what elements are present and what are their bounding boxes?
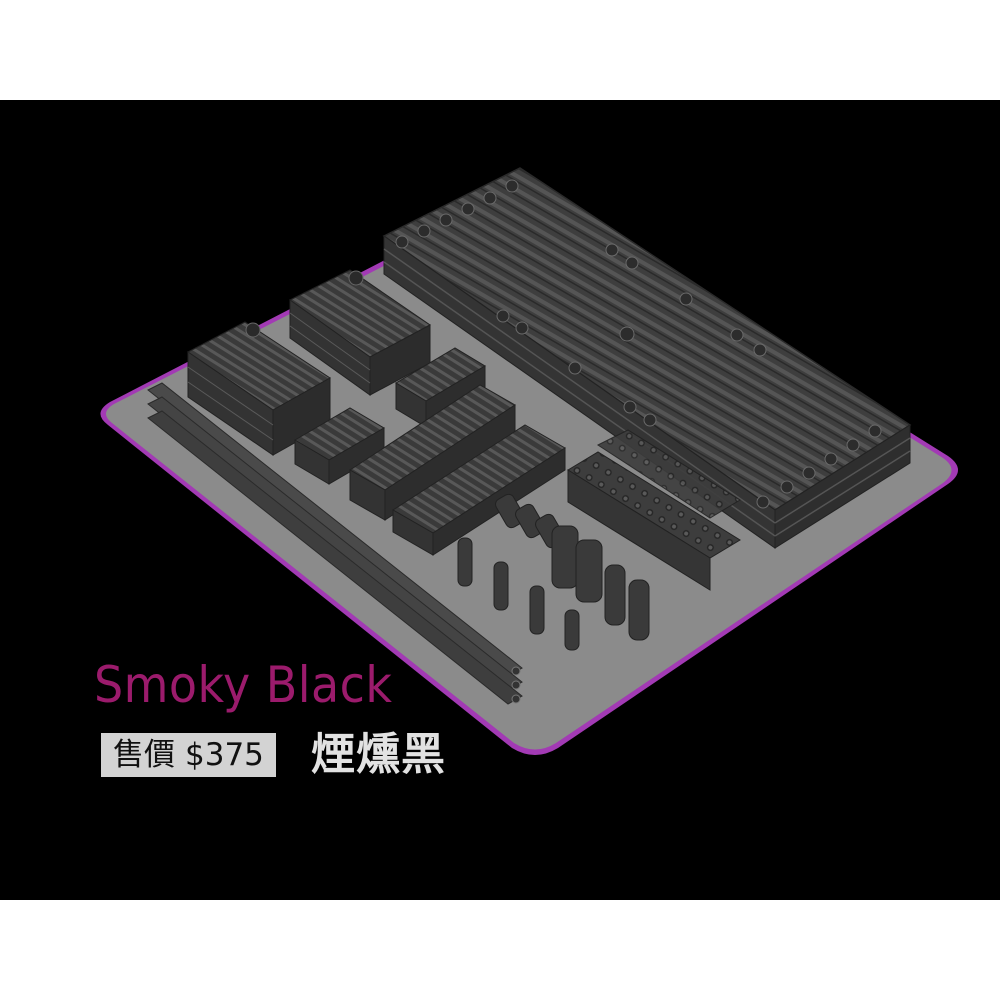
- price-label: 售價: [113, 737, 175, 773]
- bar-bundle-3: [349, 384, 516, 521]
- product-banner: Smoky Black 售價 $375 煙燻黑: [0, 100, 1000, 900]
- price-value: $375: [185, 737, 264, 773]
- build-plate-render: [100, 167, 959, 755]
- color-name-en: Smoky Black: [94, 656, 393, 714]
- small-connectors: [457, 493, 650, 651]
- lattice-block: [567, 429, 741, 591]
- long-rods: [147, 382, 523, 705]
- price-badge: 售價 $375: [101, 733, 276, 777]
- crate-box-1: [187, 321, 331, 456]
- color-name-zh: 煙燻黑: [311, 729, 446, 780]
- bar-bundle-1: [294, 407, 385, 485]
- crate-box-2: [289, 269, 431, 396]
